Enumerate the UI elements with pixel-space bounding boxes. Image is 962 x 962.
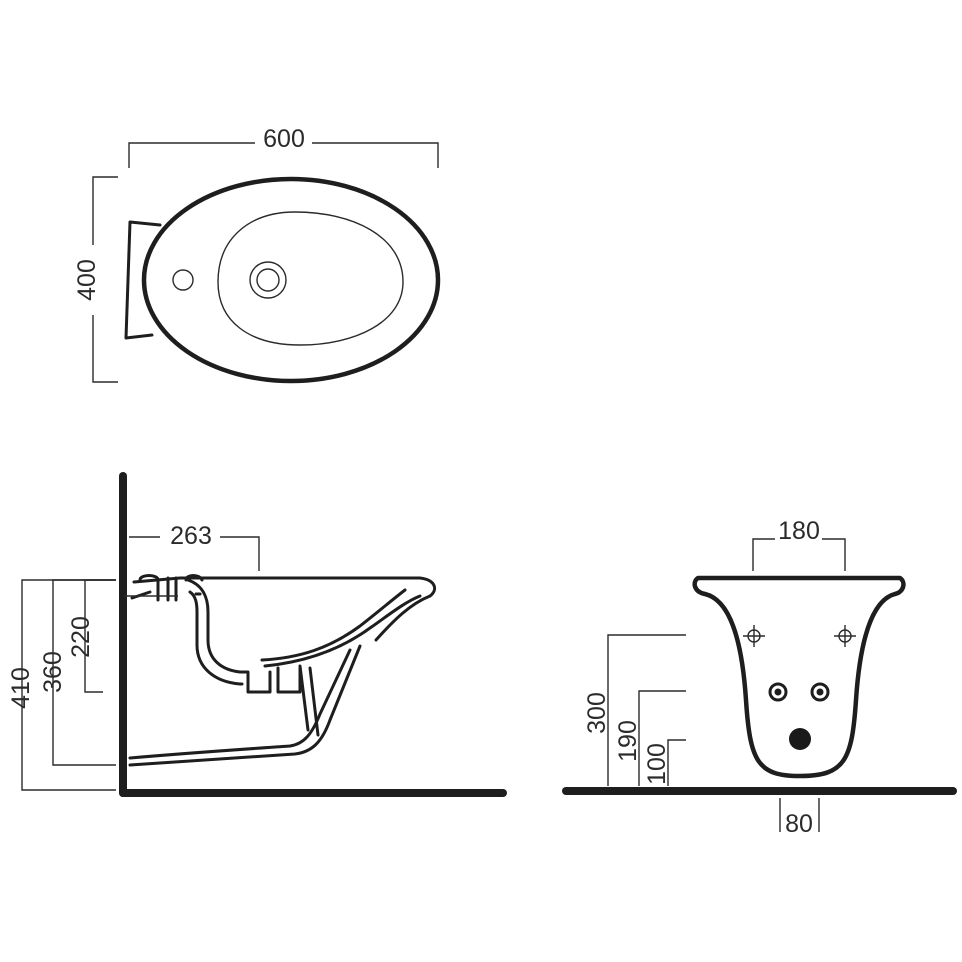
- front-height-300-label: 300: [583, 692, 611, 734]
- front-base-label: 80: [785, 810, 813, 838]
- front-height-dimensions: 300 190 100: [583, 634, 686, 786]
- side-back-support: [128, 644, 362, 767]
- side-rim-lower: [130, 590, 202, 600]
- top-drain-inner: [256, 268, 280, 292]
- side-offset-dimension: 263: [129, 522, 260, 571]
- top-width-label: 600: [263, 125, 305, 153]
- side-height-410-label: 410: [7, 667, 35, 709]
- front-width-dimension: 180: [752, 517, 846, 571]
- side-bowl-outer: [263, 594, 422, 668]
- front-fixing-hole-right: [834, 625, 856, 647]
- top-view: 600 400: [73, 125, 441, 384]
- side-bowl-inner: [260, 588, 407, 662]
- top-wall-bracket: [124, 220, 162, 340]
- side-fixing-bolts: [124, 574, 204, 602]
- front-waste-outlet: [789, 728, 811, 750]
- front-base-dimension: 80: [779, 798, 820, 838]
- front-body-outline: [692, 575, 906, 779]
- front-height-100-label: 100: [643, 743, 671, 785]
- side-rim-top: [132, 576, 437, 642]
- top-width-dimension: 600: [128, 125, 439, 168]
- front-water-inlet-left: [768, 682, 788, 702]
- side-front-support: [298, 664, 320, 737]
- side-waste-pipe-outer: [186, 578, 272, 694]
- front-water-inlet-right: [810, 682, 830, 702]
- front-height-190-label: 190: [614, 720, 642, 762]
- top-depth-label: 400: [73, 259, 101, 301]
- top-drain-outer: [249, 261, 287, 299]
- front-fixing-hole-left: [743, 625, 765, 647]
- front-view: 180 300 190 100 80: [562, 517, 957, 838]
- side-height-360-label: 360: [39, 651, 67, 693]
- side-view: 263 410 360 220: [7, 472, 507, 797]
- front-width-label: 180: [778, 517, 820, 545]
- side-back-support-inner: [128, 648, 352, 760]
- side-waste-outlet: [276, 666, 302, 694]
- top-tap-hole: [172, 269, 194, 291]
- side-height-dimensions: 410 360 220: [7, 579, 116, 791]
- top-depth-dimension: 400: [73, 176, 118, 383]
- top-inner-bowl: [217, 211, 404, 346]
- side-offset-label: 263: [170, 522, 212, 550]
- side-waste-pipe-inner: [188, 590, 244, 686]
- side-height-220-label: 220: [67, 616, 95, 658]
- top-outer-rim: [141, 176, 441, 384]
